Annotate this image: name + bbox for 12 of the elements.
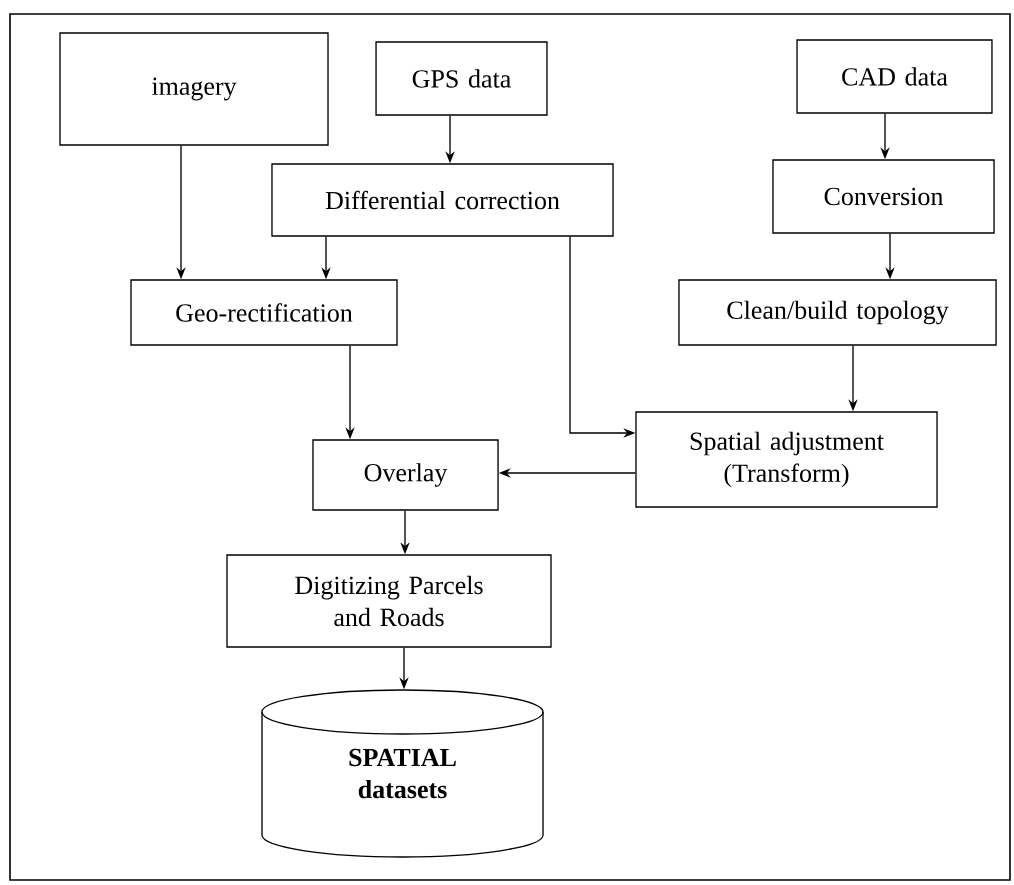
process-box: Overlay [312, 439, 499, 511]
process-box: Differential correction [271, 163, 614, 237]
process-box: imagery [59, 32, 329, 146]
process-box: Conversion [772, 159, 995, 234]
database-cylinder: SPATIAL datasets [261, 689, 544, 858]
node-label: SPATIAL datasets [349, 748, 456, 799]
process-box: Spatial adjustment (Transform) [635, 411, 938, 508]
process-box: Geo-rectification [130, 279, 398, 346]
process-box: Digitizing Parcels and Roads [226, 554, 552, 648]
process-box: CAD data [796, 39, 993, 114]
process-box: GPS data [375, 41, 548, 116]
process-box: Clean/build topology [678, 279, 997, 346]
